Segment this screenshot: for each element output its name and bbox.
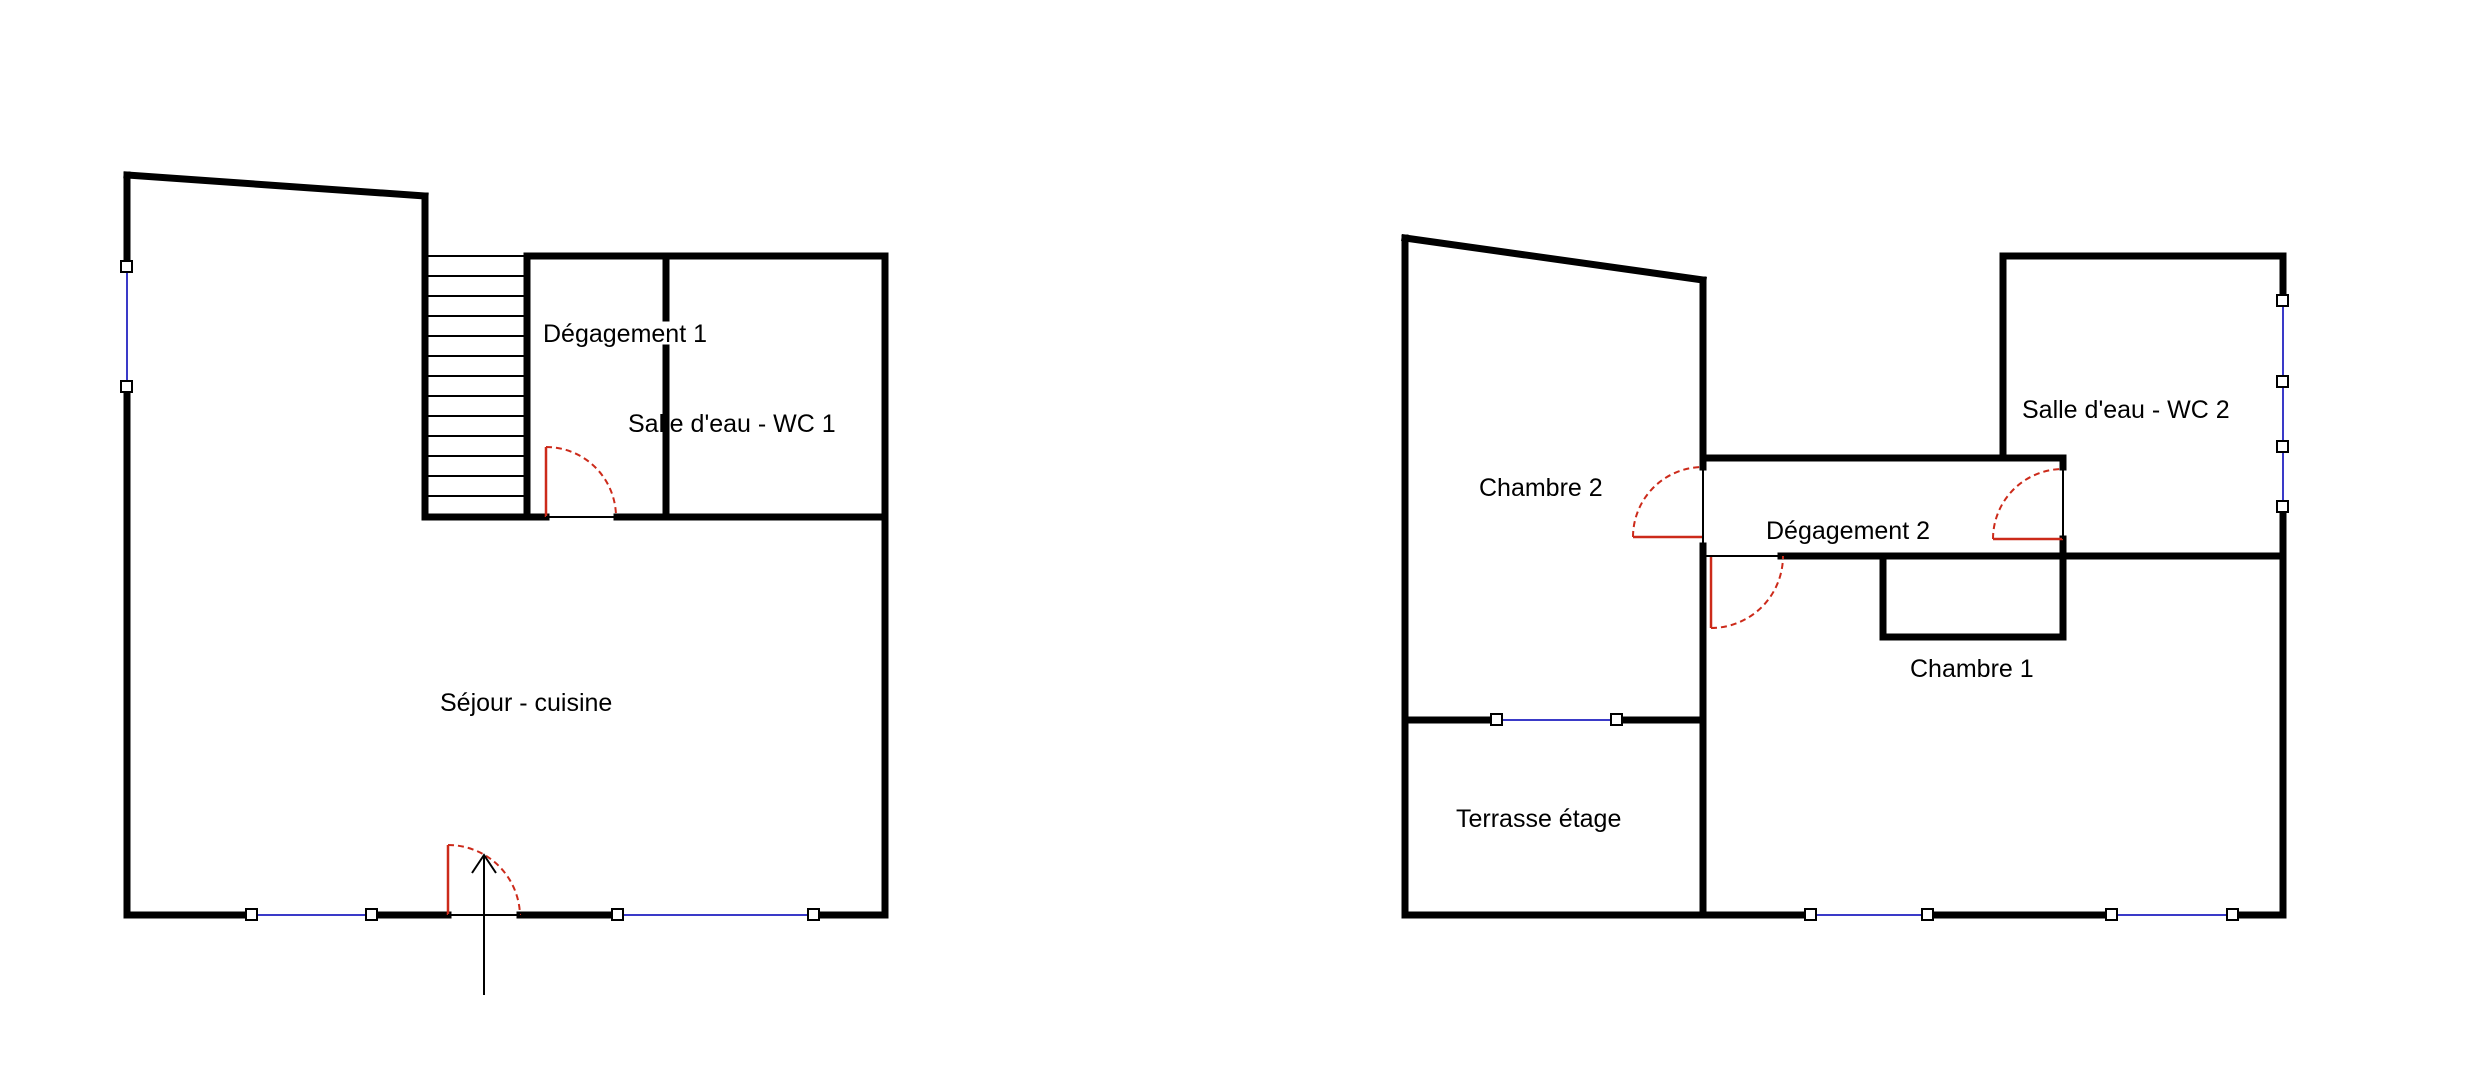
room-label-chambre-2: Chambre 2 bbox=[1479, 474, 1603, 502]
door-chambre-2-arc bbox=[1632, 466, 1704, 538]
upper-floor-windows bbox=[1497, 301, 2284, 916]
door-salle-eau-wc-2-arc bbox=[1992, 468, 2064, 540]
door-chambre-1-arc bbox=[1710, 555, 1784, 629]
room-label-sejour-cuisine: Séjour - cuisine bbox=[440, 689, 612, 717]
room-label-chambre-1: Chambre 1 bbox=[1910, 655, 2034, 683]
ground-floor-windows bbox=[126, 267, 814, 916]
upper-floor-window-nodes bbox=[1490, 294, 2289, 921]
upper-floor-walls bbox=[1401, 234, 2287, 919]
room-label-degagement-1: Dégagement 1 bbox=[543, 320, 707, 348]
entrance-door-arc bbox=[447, 844, 521, 916]
entrance-arrow bbox=[471, 853, 497, 995]
ground-floor-window-nodes bbox=[120, 260, 820, 921]
door-degagement-1-arc bbox=[545, 446, 617, 518]
upper-floor-plan: Chambre 2 Salle d'eau - WC 2 Dégagement … bbox=[1401, 234, 2289, 921]
upper-floor-doors bbox=[1632, 466, 2064, 629]
room-label-degagement-2: Dégagement 2 bbox=[1766, 517, 1930, 545]
ground-floor-walls bbox=[123, 171, 889, 919]
room-label-salle-eau-wc-2: Salle d'eau - WC 2 bbox=[2022, 396, 2230, 424]
room-label-terrasse-etage: Terrasse étage bbox=[1456, 805, 1621, 833]
ground-floor-plan: Dégagement 1 Salle d'eau - WC 1 Séjour -… bbox=[120, 171, 889, 995]
staircase bbox=[425, 255, 527, 497]
room-label-salle-eau-wc-1: Salle d'eau - WC 1 bbox=[628, 410, 836, 438]
